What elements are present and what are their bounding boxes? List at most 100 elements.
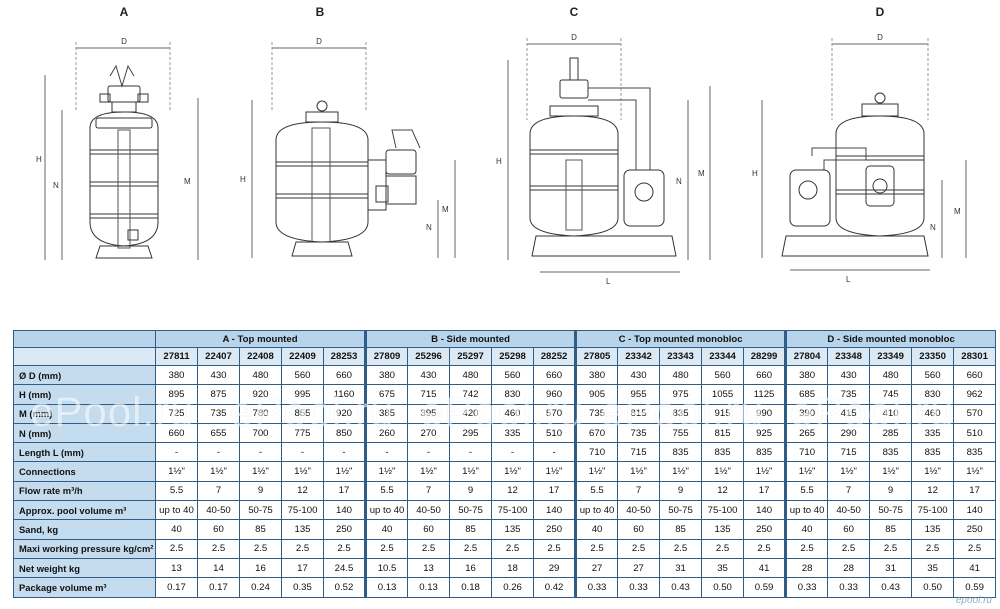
value-cell: 2.5 xyxy=(197,538,240,559)
value-cell: 560 xyxy=(701,364,745,386)
value-cell: 28 xyxy=(785,557,829,579)
value-cell: 830 xyxy=(911,384,955,405)
value-cell: 0.17 xyxy=(197,577,240,598)
value-cell: 16 xyxy=(239,557,282,579)
value-cell: 670 xyxy=(575,422,619,444)
value-cell: 18 xyxy=(491,557,535,579)
row-label: Ø D (mm) xyxy=(13,364,156,386)
value-cell: 395 xyxy=(407,403,451,424)
drawing-a: A D H N M xyxy=(36,5,199,260)
dim-d-label-c: D xyxy=(571,33,577,42)
value-cell: 460 xyxy=(491,403,535,424)
value-cell: - xyxy=(491,442,535,463)
value-cell: 735 xyxy=(827,384,871,405)
value-cell: - xyxy=(155,442,198,463)
value-cell: 2.5 xyxy=(617,538,661,559)
reference-cell: 22408 xyxy=(239,347,282,366)
value-cell: 7 xyxy=(407,480,451,502)
value-cell: 1½" xyxy=(701,461,745,482)
row-label: Connections xyxy=(13,461,156,482)
value-cell: 140 xyxy=(322,500,368,521)
value-cell: 380 xyxy=(365,364,409,386)
value-cell: 140 xyxy=(533,500,578,521)
value-cell: 28 xyxy=(827,557,871,579)
value-cell: 460 xyxy=(911,403,955,424)
value-cell: 24.5 xyxy=(322,557,368,579)
value-cell: 835 xyxy=(659,403,703,424)
value-cell: 250 xyxy=(322,519,368,540)
value-cell: 2.5 xyxy=(491,538,535,559)
value-cell: 2.5 xyxy=(827,538,871,559)
value-cell: - xyxy=(365,442,409,463)
value-cell: 660 xyxy=(155,422,198,444)
value-cell: 12 xyxy=(911,480,955,502)
value-cell: 5.5 xyxy=(785,480,829,502)
value-cell: 735 xyxy=(197,403,240,424)
value-cell: 835 xyxy=(953,442,997,463)
value-cell: 16 xyxy=(449,557,493,579)
dim-m-label-b: M xyxy=(442,205,449,214)
value-cell: 40-50 xyxy=(617,500,661,521)
value-cell: 1160 xyxy=(322,384,368,405)
value-cell: 925 xyxy=(743,422,788,444)
value-cell: 0.50 xyxy=(701,577,745,598)
value-cell: 380 xyxy=(155,364,198,386)
value-cell: 430 xyxy=(197,364,240,386)
value-cell: 735 xyxy=(575,403,619,424)
value-cell: 920 xyxy=(239,384,282,405)
value-cell: 1½" xyxy=(239,461,282,482)
value-cell: 41 xyxy=(953,557,997,579)
value-cell: 1½" xyxy=(659,461,703,482)
value-cell: 85 xyxy=(239,519,282,540)
value-cell: 715 xyxy=(617,442,661,463)
group-title-cell: A - Top mounted xyxy=(154,330,368,348)
value-cell: 85 xyxy=(659,519,703,540)
value-cell: 17 xyxy=(322,480,368,502)
value-cell: 1½" xyxy=(785,461,829,482)
value-cell: 430 xyxy=(827,364,871,386)
value-cell: 742 xyxy=(449,384,493,405)
value-cell: 1½" xyxy=(197,461,240,482)
value-cell: 260 xyxy=(365,422,409,444)
value-cell: 510 xyxy=(953,422,997,444)
value-cell: 710 xyxy=(575,442,619,463)
value-cell: 855 xyxy=(281,403,324,424)
value-cell: 875 xyxy=(197,384,240,405)
value-cell: 135 xyxy=(911,519,955,540)
value-cell: 2.5 xyxy=(365,538,409,559)
header-corner-cell xyxy=(13,330,156,348)
value-cell: 380 xyxy=(575,364,619,386)
drawing-b: B D H N M xyxy=(240,5,456,258)
value-cell: 75-100 xyxy=(281,500,324,521)
value-cell: 2.5 xyxy=(659,538,703,559)
corner-logo: epool.ru xyxy=(955,595,992,606)
value-cell: 915 xyxy=(701,403,745,424)
value-cell: 9 xyxy=(239,480,282,502)
dim-m-label-c: M xyxy=(698,169,705,178)
value-cell: 0.43 xyxy=(659,577,703,598)
value-cell: 1½" xyxy=(449,461,493,482)
value-cell: 2.5 xyxy=(743,538,788,559)
value-cell: 0.43 xyxy=(869,577,913,598)
dim-n-label-b: N xyxy=(426,223,432,232)
value-cell: 1½" xyxy=(743,461,788,482)
value-cell: - xyxy=(322,442,368,463)
value-cell: 5.5 xyxy=(365,480,409,502)
reference-cell: 23350 xyxy=(911,347,955,366)
value-cell: 250 xyxy=(953,519,997,540)
value-cell: 335 xyxy=(491,422,535,444)
reference-cell: 27804 xyxy=(785,347,829,366)
dim-n-label-c: N xyxy=(676,177,682,186)
dim-h-label-c: H xyxy=(496,157,502,166)
value-cell: 60 xyxy=(197,519,240,540)
value-cell: 5.5 xyxy=(155,480,198,502)
reference-cell: 23349 xyxy=(869,347,913,366)
value-cell: 835 xyxy=(701,442,745,463)
row-label: Approx. pool volume m³ xyxy=(13,500,156,521)
